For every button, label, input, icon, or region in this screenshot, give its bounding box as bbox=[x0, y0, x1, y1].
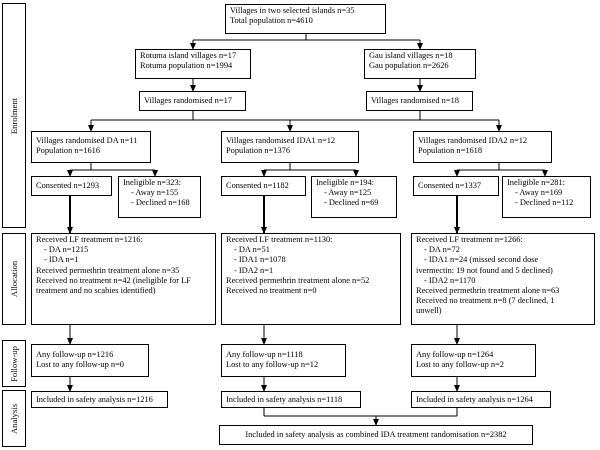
ida1-allocation-box: Received LF treatment n=1130: - DA n=51 … bbox=[221, 233, 401, 325]
ida1-analysis-box: Included in safety analysis n=1118 bbox=[221, 391, 361, 408]
gau-randomised-box: Villages randomised n=18 bbox=[366, 91, 473, 111]
da-allocation-box: Received LF treatment n=1216: - DA n=121… bbox=[31, 233, 216, 325]
ida1-followup-box: Any follow-up n=1118 Lost to any follow-… bbox=[221, 344, 346, 377]
ida2-consented-box: Consented n=1337 bbox=[413, 176, 499, 196]
ida1-ineligible-box: Ineligible n=194: - Away n=125 - Decline… bbox=[311, 176, 397, 218]
phase-enrolment: Enrolment bbox=[2, 3, 26, 228]
ida2-allocation-box: Received LF treatment n=1266: - DA n=72 … bbox=[411, 233, 595, 325]
da-analysis-box: Included in safety analysis n=1216 bbox=[31, 391, 168, 408]
da-ineligible-box: Ineligible n=323: - Away n=155 - Decline… bbox=[118, 176, 201, 218]
arm-da-header-box: Villages randomised DA n=11 Population n… bbox=[31, 131, 151, 163]
ida2-ineligible-box: Ineligible n=281: - Away n=169 - Decline… bbox=[502, 176, 591, 218]
ida2-followup-box: Any follow-up n=1264 Lost to any follow-… bbox=[411, 344, 536, 377]
da-followup-box: Any follow-up n=1216 Lost to any follow-… bbox=[31, 344, 149, 377]
da-consented-box: Consented n=1293 bbox=[31, 176, 112, 196]
total-villages-box: Villages in two selected islands n=35 To… bbox=[225, 4, 386, 34]
rotuma-randomised-box: Villages randomised n=17 bbox=[139, 91, 246, 111]
combined-analysis-box: Included in safety analysis as combined … bbox=[219, 425, 533, 445]
arm-ida1-header-box: Villages randomised IDA1 n=12 Population… bbox=[221, 131, 359, 163]
ida2-analysis-box: Included in safety analysis n=1264 bbox=[411, 391, 551, 408]
phase-allocation: Allocation bbox=[2, 233, 26, 325]
gau-island-box: Gau island villages n=18 Gau population … bbox=[364, 49, 476, 79]
rotuma-island-box: Rotuma island villages n=17 Rotuma popul… bbox=[135, 49, 251, 79]
phase-analysis: Analysis bbox=[2, 390, 26, 447]
phase-followup: Follow-up bbox=[2, 340, 26, 387]
arm-ida2-header-box: Villages randomised IDA2 n=12 Population… bbox=[413, 131, 552, 163]
ida1-consented-box: Consented n=1182 bbox=[221, 176, 306, 196]
